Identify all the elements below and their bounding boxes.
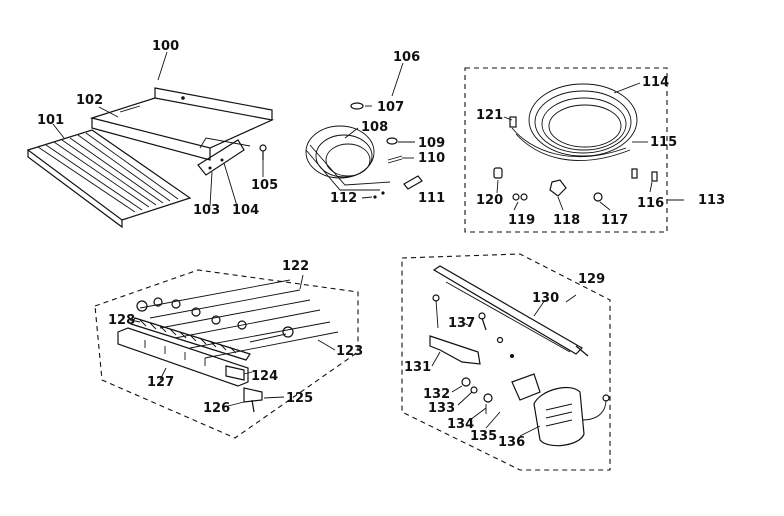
part-119-sleeve: [512, 193, 528, 201]
callout-108: 108: [361, 120, 388, 135]
callout-102: 102: [76, 93, 103, 108]
part-127-mold-body: [117, 327, 249, 387]
callout-132: 132: [423, 387, 450, 402]
callout-123: 123: [336, 344, 363, 359]
callout-101: 101: [37, 113, 64, 128]
part-116-inserts: [631, 168, 658, 182]
group-129-motor-assembly: [401, 253, 611, 471]
part-108-coiled-tubing: [305, 125, 391, 191]
part-132-135-hardware: [461, 373, 541, 414]
callout-109: 109: [418, 136, 445, 151]
callout-106: 106: [393, 50, 420, 65]
group-122-dashed-frame: [94, 269, 359, 439]
callout-129: 129: [578, 272, 605, 287]
group-113-dashed-frame: [464, 67, 668, 233]
part-124-bracket: [225, 365, 245, 381]
group-122-ejector-assembly: [94, 269, 359, 439]
callout-127: 127: [147, 375, 174, 390]
part-118-valve: [549, 179, 567, 197]
callout-111: 111: [418, 191, 445, 206]
callout-133: 133: [428, 401, 455, 416]
callout-122: 122: [282, 259, 309, 274]
callout-107: 107: [377, 100, 404, 115]
part-107-connector: [350, 102, 364, 110]
callout-137: 137: [448, 316, 475, 331]
callout-125: 125: [286, 391, 313, 406]
group-129-dashed-frame: [401, 253, 611, 471]
callout-117: 117: [601, 213, 628, 228]
callout-100: 100: [152, 39, 179, 54]
part-123-ejector-arms: [136, 279, 339, 359]
part-112-washers: [373, 191, 385, 199]
callout-121: 121: [476, 108, 503, 123]
part-128-heater-strip: [130, 317, 251, 361]
callout-128: 128: [108, 313, 135, 328]
part-121-fitting: [509, 116, 517, 128]
part-137-screws: [478, 312, 514, 358]
part-130-fill-tube: [432, 265, 589, 357]
part-131-bracket: [429, 294, 481, 365]
part-117-clamp: [593, 192, 603, 202]
group-106-wire-harness: [305, 62, 423, 199]
part-102-shelf-tray: [89, 87, 274, 161]
callout-105: 105: [251, 178, 278, 193]
part-103-104-bracket: [197, 139, 245, 176]
callout-110: 110: [418, 151, 445, 166]
callout-124: 124: [251, 369, 278, 384]
part-105-screw: [259, 144, 267, 160]
callout-135: 135: [470, 429, 497, 444]
part-111-plug: [403, 175, 423, 190]
callout-115: 115: [650, 135, 677, 150]
callout-130: 130: [532, 291, 559, 306]
callout-136: 136: [498, 435, 525, 450]
part-114-115-water-line-coil: [511, 83, 638, 161]
callout-118: 118: [553, 213, 580, 228]
part-120-nut: [493, 167, 503, 179]
group-100-shelf-assembly: [26, 51, 274, 229]
callout-134: 134: [447, 417, 474, 432]
part-101-slatted-grille: [26, 129, 192, 229]
callout-112: 112: [330, 191, 357, 206]
callout-119: 119: [508, 213, 535, 228]
callout-114: 114: [642, 75, 669, 90]
callout-116: 116: [637, 196, 664, 211]
part-109-connector: [386, 137, 398, 145]
part-126-125-clip: [243, 387, 263, 413]
callout-104: 104: [232, 203, 259, 218]
group-113-ice-maker-kit: [464, 67, 684, 233]
callout-131: 131: [404, 360, 431, 375]
callout-103: 103: [193, 203, 220, 218]
callout-113: 113: [698, 193, 725, 208]
part-110-clip: [387, 155, 403, 164]
callout-120: 120: [476, 193, 503, 208]
callout-126: 126: [203, 401, 230, 416]
part-136-motor-housing: [533, 387, 610, 447]
